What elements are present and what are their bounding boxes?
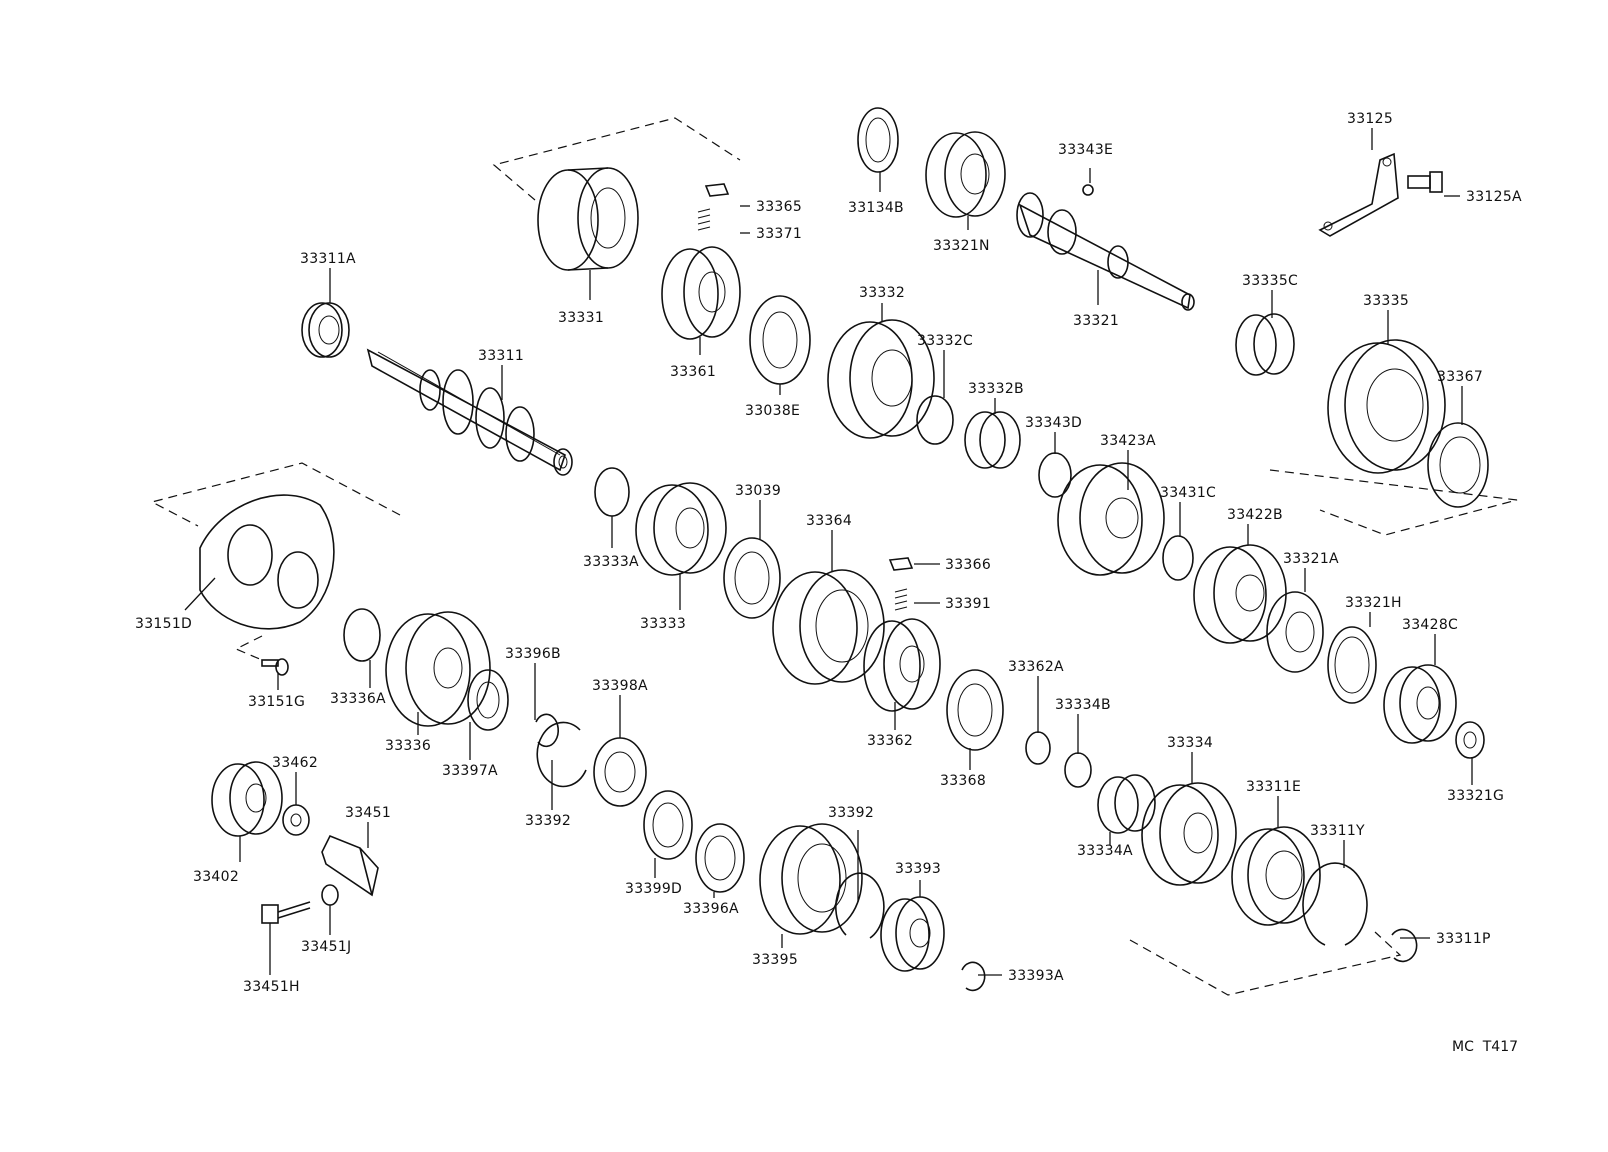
label-33392-upper: 33392 [525, 813, 571, 829]
label-33391: 33391 [945, 596, 991, 612]
label-33134B: 33134B [848, 200, 904, 216]
label-33321G: 33321G [1447, 788, 1504, 804]
label-33321H: 33321H [1345, 595, 1402, 611]
label-33332C: 33332C [917, 333, 973, 349]
label-33361: 33361 [670, 364, 716, 380]
label-33462: 33462 [272, 755, 318, 771]
label-33332: 33332 [859, 285, 905, 301]
label-33311E: 33311E [1246, 779, 1301, 795]
label-33393: 33393 [895, 861, 941, 877]
label-33332B: 33332B [968, 381, 1024, 397]
label-33151D: 33151D [135, 616, 192, 632]
label-33367: 33367 [1437, 369, 1483, 385]
label-33422B: 33422B [1227, 507, 1283, 523]
label-33399D: 33399D [625, 881, 682, 897]
label-33402: 33402 [193, 869, 239, 885]
label-33038E: 33038E [745, 403, 800, 419]
label-33451J: 33451J [301, 939, 351, 955]
part-drawings [199, 107, 1489, 992]
diagram-reference: MC T417 [1452, 1039, 1518, 1055]
label-33343E: 33343E [1058, 142, 1113, 158]
label-33321: 33321 [1073, 313, 1119, 329]
label-33334B: 33334B [1055, 697, 1111, 713]
label-33364: 33364 [806, 513, 852, 529]
label-33451H: 33451H [243, 979, 300, 995]
label-33321N: 33321N [933, 238, 990, 254]
label-33371: 33371 [756, 226, 802, 242]
label-33396B: 33396B [505, 646, 561, 662]
label-33334: 33334 [1167, 735, 1213, 751]
label-33428C: 33428C [1402, 617, 1458, 633]
label-33336A: 33336A [330, 691, 386, 707]
label-33335C: 33335C [1242, 273, 1298, 289]
label-33335: 33335 [1363, 293, 1409, 309]
label-33151G: 33151G [248, 694, 305, 710]
label-33431C: 33431C [1160, 485, 1216, 501]
label-33423A: 33423A [1100, 433, 1156, 449]
label-33368: 33368 [940, 773, 986, 789]
label-33343D: 33343D [1025, 415, 1082, 431]
label-33311Y: 33311Y [1310, 823, 1365, 839]
label-33333: 33333 [640, 616, 686, 632]
label-33311P: 33311P [1436, 931, 1491, 947]
label-33362A: 33362A [1008, 659, 1064, 675]
dashed-group-outlines [150, 117, 1518, 996]
leader-lines [184, 128, 1473, 976]
label-33393A: 33393A [1008, 968, 1064, 984]
label-33392-lower: 33392 [828, 805, 874, 821]
part-labels: 33311A 33311 33331 33365 33371 33361 330… [135, 111, 1522, 1055]
label-33125A: 33125A [1466, 189, 1522, 205]
label-33396A: 33396A [683, 901, 739, 917]
label-33366: 33366 [945, 557, 991, 573]
label-33333A: 33333A [583, 554, 639, 570]
label-33395: 33395 [752, 952, 798, 968]
label-33365: 33365 [756, 199, 802, 215]
label-33397A: 33397A [442, 763, 498, 779]
label-33451: 33451 [345, 805, 391, 821]
label-33331: 33331 [558, 310, 604, 326]
label-33334A: 33334A [1077, 843, 1133, 859]
label-33039: 33039 [735, 483, 781, 499]
label-33311A: 33311A [300, 251, 356, 267]
label-33125: 33125 [1347, 111, 1393, 127]
label-33362: 33362 [867, 733, 913, 749]
label-33336: 33336 [385, 738, 431, 754]
label-33321A: 33321A [1283, 551, 1339, 567]
label-33311: 33311 [478, 348, 524, 364]
label-33398A: 33398A [592, 678, 648, 694]
